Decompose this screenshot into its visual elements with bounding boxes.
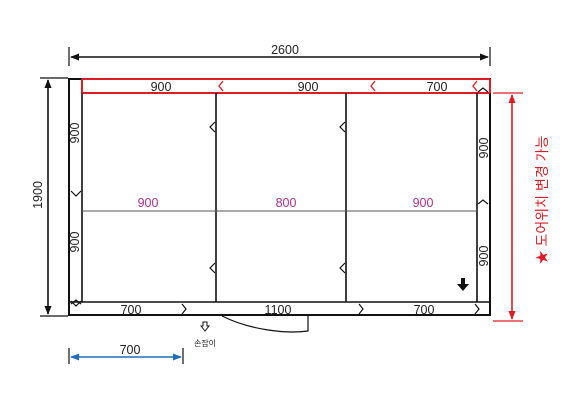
room-1-width-label: 900 <box>138 196 159 210</box>
bottom-panel-1-label: 700 <box>121 303 142 317</box>
overall-height-dimension: 1900 <box>31 77 68 317</box>
overall-height-label: 1900 <box>31 181 45 209</box>
right-panel-1-label: 900 <box>477 138 491 159</box>
right-panel-2-label: 900 <box>477 246 491 267</box>
interior-partitions: 900 800 900 <box>82 93 477 302</box>
overall-width-label: 2600 <box>271 43 299 57</box>
right-wall-strip: 900 900 <box>457 87 491 302</box>
left-panel-2-label: 900 <box>68 232 82 253</box>
bottom-panel-3-label: 700 <box>414 303 435 317</box>
overall-width-dimension: 2600 <box>68 43 491 66</box>
bottom-wall-strip: 700 1100 700 <box>69 299 490 317</box>
door-swing <box>221 315 309 333</box>
bottom-panel-2-label: 1100 <box>265 303 292 317</box>
offset-label: 700 <box>120 343 141 357</box>
room-2-width-label: 800 <box>276 196 297 210</box>
door-note: ★ 도어위치 변경 가능 <box>534 136 550 265</box>
room-3-width-label: 900 <box>413 196 434 210</box>
left-panel-1-label: 900 <box>68 123 82 144</box>
top-panel-1-label: 900 <box>151 80 172 94</box>
down-arrow-icon <box>457 278 469 291</box>
top-panel-3-label: 700 <box>427 80 448 94</box>
door-note-dimension: ★ 도어위치 변경 가능 <box>493 92 550 322</box>
up-arrow-icon <box>199 321 211 332</box>
top-wall-strip: 900 900 700 <box>81 78 491 94</box>
handle-marker: 손잡이 <box>194 321 216 348</box>
handle-label: 손잡이 <box>194 338 216 348</box>
top-panel-2-label: 900 <box>298 80 319 94</box>
offset-dimension: 700 <box>68 343 184 364</box>
left-wall-strip: 900 900 <box>68 93 83 307</box>
